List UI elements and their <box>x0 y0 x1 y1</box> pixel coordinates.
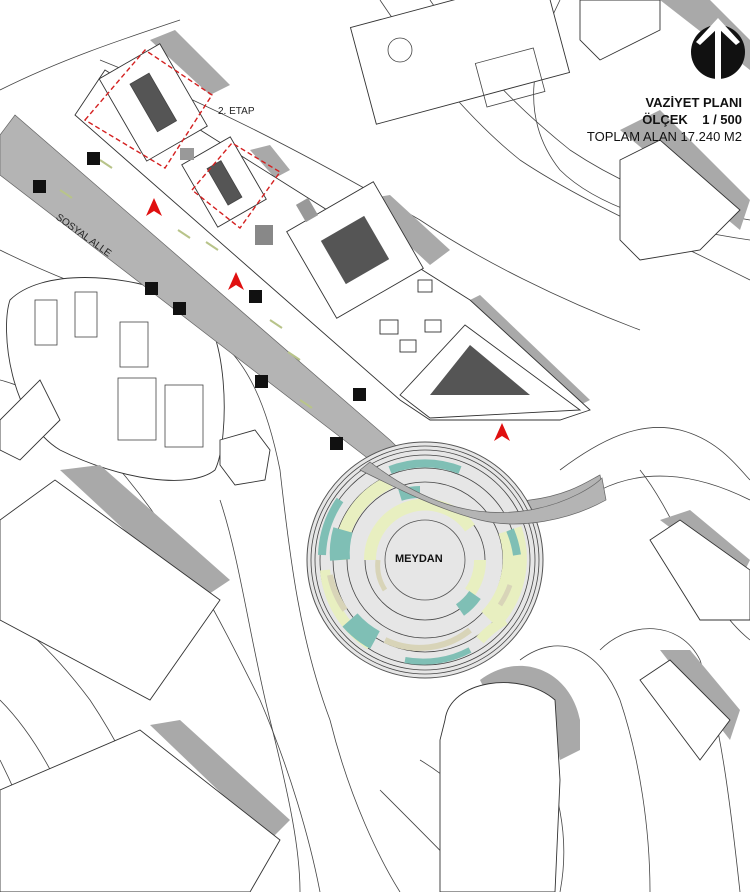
plan-title: VAZİYET PLANI <box>645 95 742 110</box>
meydan-plaza <box>306 441 544 679</box>
alley-block <box>74 43 591 421</box>
oval-parking <box>6 277 225 481</box>
scale-label: ÖLÇEK <box>642 112 688 127</box>
scale: ÖLÇEK 1 / 500 <box>587 111 742 128</box>
sports-field <box>349 0 571 125</box>
north-arrow-icon <box>691 18 745 80</box>
scale-value: 1 / 500 <box>702 112 742 127</box>
meydan-label: MEYDAN <box>395 553 443 565</box>
total-area: TOPLAM ALAN 17.240 M2 <box>586 129 742 144</box>
phase-2-label: 2. ETAP <box>218 106 255 117</box>
title-block: VAZİYET PLANI ÖLÇEK 1 / 500 TOPLAM ALAN … <box>587 94 742 145</box>
phase-2-outline <box>83 49 282 230</box>
kiosks <box>33 152 366 450</box>
meydan-road-crossing <box>359 461 607 525</box>
alley-benches <box>59 159 313 409</box>
entrance-arrow-icon <box>146 198 510 441</box>
